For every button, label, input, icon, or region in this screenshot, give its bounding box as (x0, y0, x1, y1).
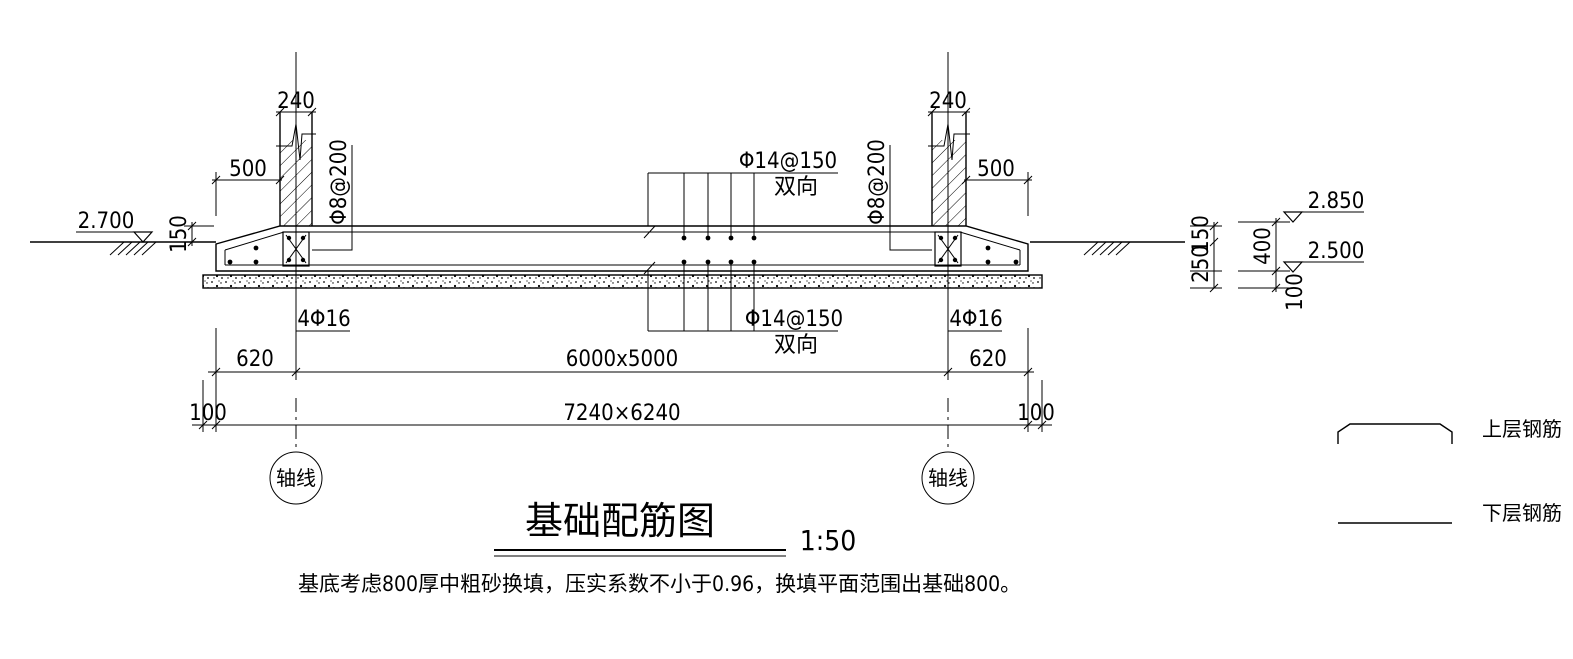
dim-offset-right: 500 (977, 157, 1015, 182)
edge-bars-left: 4Φ16 (297, 307, 350, 332)
ground-lines (30, 241, 1185, 256)
dim-top-thickness: 150 (167, 215, 192, 253)
bottom-mesh-label: Φ14@150 (745, 307, 843, 332)
wall-right (928, 112, 970, 267)
dim-right-100: 100 (1283, 273, 1308, 311)
elev-ground-left: 2.700 (78, 209, 135, 234)
elevation-markers (76, 211, 1364, 273)
mesh-leaders (643, 172, 838, 332)
dim-right-150: 150 (1189, 215, 1214, 253)
edge-bars-right: 4Φ16 (949, 307, 1002, 332)
top-mesh-label: Φ14@150 (739, 149, 837, 174)
foundation-slab (202, 225, 1043, 289)
axis-label-right: 轴线 (928, 466, 968, 490)
dimension-lines (184, 107, 1290, 432)
foundation-note: 基底考虑800厚中粗砂换填，压实系数不小于0.96，换填平面范围出基础800。 (298, 572, 1021, 596)
drawing-title: 基础配筋图 (525, 499, 715, 543)
axis-label-left: 轴线 (276, 466, 316, 490)
axis-bubble-right (921, 451, 975, 505)
dim-inner-size: 6000x5000 (566, 347, 678, 372)
dim-right-250: 250 (1189, 245, 1214, 283)
bottom-mesh-note: 双向 (774, 333, 818, 358)
dim-wall-right: 240 (929, 89, 967, 114)
top-mesh-note: 双向 (774, 175, 818, 200)
legend (1337, 423, 1453, 524)
dim-cushion-right: 100 (1017, 401, 1055, 426)
dim-cushion-left: 100 (189, 401, 227, 426)
dim-outer-size: 7240×6240 (563, 401, 680, 426)
axis-bubble-left (269, 451, 323, 505)
drawing-scale: 1:50 (800, 524, 857, 557)
stirrup-leaders (296, 145, 1002, 332)
stirrup-left: Φ8@200 (327, 139, 352, 225)
stirrup-right: Φ8@200 (865, 139, 890, 225)
dim-right-400: 400 (1251, 227, 1276, 265)
elev-bottom: 2.500 (1308, 239, 1365, 264)
dim-wall-left: 240 (277, 89, 315, 114)
dim-edge-left: 620 (236, 347, 274, 372)
dim-edge-right: 620 (969, 347, 1007, 372)
dim-offset-left: 500 (229, 157, 267, 182)
legend-upper-label: 上层钢筋 (1482, 417, 1562, 441)
title-underline (494, 549, 786, 557)
legend-lower-label: 下层钢筋 (1482, 501, 1562, 525)
elev-top: 2.850 (1308, 189, 1365, 214)
legend-upper-line (1337, 423, 1453, 444)
